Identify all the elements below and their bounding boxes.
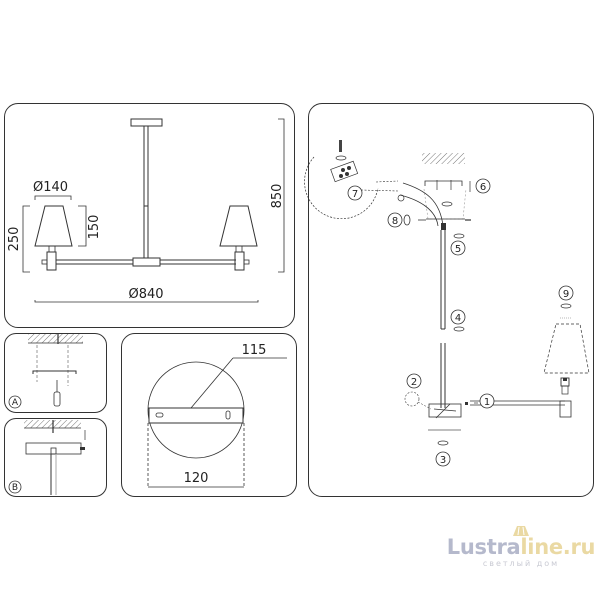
brand-name-part2: line.ru <box>520 535 596 559</box>
brand-tagline: светлый дом <box>482 559 560 568</box>
total-width-label: Ø840 <box>128 287 163 302</box>
brand-name-part1: Lustra <box>446 535 521 559</box>
svg-text:5: 5 <box>455 244 461 255</box>
svg-text:3: 3 <box>440 455 446 466</box>
mount-step-a-panel <box>4 333 107 413</box>
step-marker-5: 5 <box>450 240 466 256</box>
step-marker-3: 3 <box>435 451 451 467</box>
right-shade <box>219 205 258 247</box>
step-marker-9: 9 <box>558 285 574 301</box>
svg-text:7: 7 <box>352 189 358 200</box>
step-marker-2: 2 <box>406 373 422 389</box>
svg-text:2: 2 <box>411 377 417 388</box>
shade-height-label: 150 <box>87 215 102 240</box>
svg-text:8: 8 <box>392 216 398 227</box>
step-marker-6: 6 <box>475 178 491 194</box>
mounting-bracket <box>148 407 244 424</box>
bracket-length-label: 115 <box>242 343 267 358</box>
arm-height-label: 250 <box>7 227 22 252</box>
svg-text:4: 4 <box>455 313 461 324</box>
total-height-label: 850 <box>270 184 285 209</box>
shade-diameter-label: Ø140 <box>33 180 68 195</box>
brand-watermark: Lustraline.ru светлый дом <box>446 526 596 568</box>
step-marker-8: 8 <box>387 212 403 228</box>
svg-text:6: 6 <box>480 182 486 193</box>
step-b-label: B <box>12 483 18 493</box>
step-marker-4: 4 <box>450 309 466 325</box>
lamp-logo-icon <box>513 526 529 536</box>
step-marker-7: 7 <box>347 185 363 201</box>
canopy-diameter-label: 120 <box>184 471 209 486</box>
canopy-circle <box>147 361 245 459</box>
dimensions-panel <box>4 103 295 328</box>
step-a-label: A <box>12 398 19 408</box>
left-shade <box>34 205 73 247</box>
step-marker-1: 1 <box>479 393 495 409</box>
svg-text:1: 1 <box>484 397 490 408</box>
svg-text:9: 9 <box>563 289 569 300</box>
